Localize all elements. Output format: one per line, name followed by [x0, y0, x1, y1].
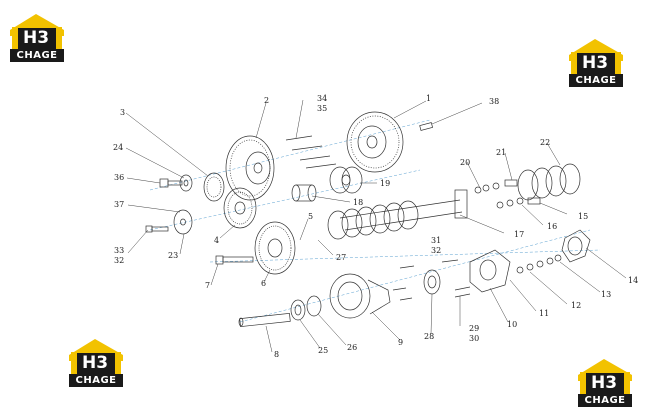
callout-37: 37	[114, 200, 124, 209]
callout-10: 10	[507, 320, 517, 329]
disk-23	[173, 209, 193, 235]
leader-lines	[125, 99, 627, 353]
shaft-8	[238, 313, 291, 327]
logo-bottom-left: H3 CHAGE	[67, 337, 125, 387]
callout-labels: 1 2 3 34 35 38 24 36 37 33 32 23 4 7 6 5…	[113, 94, 638, 359]
callout-30: 30	[469, 334, 479, 343]
callout-27: 27	[336, 253, 346, 262]
callout-11: 11	[539, 309, 549, 318]
housing-10	[469, 249, 511, 293]
dowel-38	[419, 122, 434, 131]
bush-18	[291, 184, 317, 202]
callout-26: 26	[347, 343, 357, 352]
logo-mark: H3	[81, 353, 109, 373]
logo-top-left: H3 CHAGE	[8, 12, 66, 62]
logo-bottom-right: H3 CHAGE	[576, 357, 634, 407]
callout-4: 4	[214, 236, 219, 245]
disk-stack-22	[517, 163, 581, 201]
callout-35: 35	[317, 104, 327, 113]
callout-19: 19	[380, 179, 390, 188]
callout-3: 3	[120, 108, 125, 117]
callout-21: 21	[496, 148, 506, 157]
gear-6	[254, 221, 296, 275]
ring-26	[306, 295, 322, 317]
house-logo-icon	[578, 359, 632, 396]
logo-text: CHAGE	[569, 74, 623, 87]
bolts-29-30	[392, 286, 471, 301]
callout-6: 6	[261, 279, 266, 288]
logo-text: CHAGE	[69, 374, 123, 387]
callout-28: 28	[424, 332, 434, 341]
callout-16: 16	[547, 222, 557, 231]
gear-2	[225, 135, 275, 201]
center-lines	[149, 119, 601, 323]
callout-38: 38	[489, 97, 499, 106]
callout-23: 23	[168, 251, 178, 260]
logo-text: CHAGE	[578, 394, 632, 407]
fittings-upper	[474, 179, 541, 209]
callout-12: 12	[571, 301, 581, 310]
callout-20: 20	[460, 158, 470, 167]
callout-31: 31	[431, 236, 441, 245]
flange-14	[561, 229, 591, 263]
callout-15: 15	[578, 212, 588, 221]
logo-mark: H3	[22, 28, 50, 48]
logo-mark: H3	[581, 53, 609, 73]
gear-3	[203, 172, 225, 202]
gear-4	[223, 187, 257, 229]
bolt-36	[159, 178, 183, 188]
callout-14: 14	[628, 276, 638, 285]
logo-top-right: H3 CHAGE	[567, 37, 625, 87]
callout-1: 1	[426, 94, 431, 103]
logo-text: CHAGE	[10, 49, 64, 62]
callout-18: 18	[353, 198, 363, 207]
callout-29: 29	[469, 324, 479, 333]
housing-9	[329, 273, 391, 319]
callout-33: 33	[114, 246, 124, 255]
callout-2: 2	[264, 96, 269, 105]
gear-1	[346, 111, 404, 173]
seal-25	[290, 299, 306, 321]
callout-13: 13	[601, 290, 611, 299]
house-logo-icon	[10, 14, 64, 51]
callout-24: 24	[113, 143, 123, 152]
disk-stack-left	[327, 200, 419, 240]
shaft-17	[339, 189, 468, 231]
logo-mark: H3	[590, 373, 618, 393]
callout-5: 5	[308, 212, 313, 221]
bolt-33	[145, 225, 169, 233]
callout-25: 25	[318, 346, 328, 355]
bolt-set-34-35	[285, 135, 337, 169]
callout-32b: 32	[431, 246, 441, 255]
shaft-7	[215, 255, 254, 265]
bolts-31-32	[399, 259, 459, 269]
house-logo-icon	[569, 39, 623, 76]
bushing-19	[329, 166, 363, 194]
callout-22: 22	[540, 138, 550, 147]
house-logo-icon	[69, 339, 123, 376]
washer-24	[179, 174, 193, 192]
callout-9: 9	[398, 338, 403, 347]
bearing-28	[423, 269, 441, 295]
callout-7: 7	[205, 281, 210, 290]
callout-32: 32	[114, 256, 124, 265]
callout-17: 17	[514, 230, 524, 239]
callout-8: 8	[274, 350, 279, 359]
callout-34: 34	[317, 94, 327, 103]
callout-36: 36	[114, 173, 124, 182]
fittings-lower	[516, 254, 562, 274]
